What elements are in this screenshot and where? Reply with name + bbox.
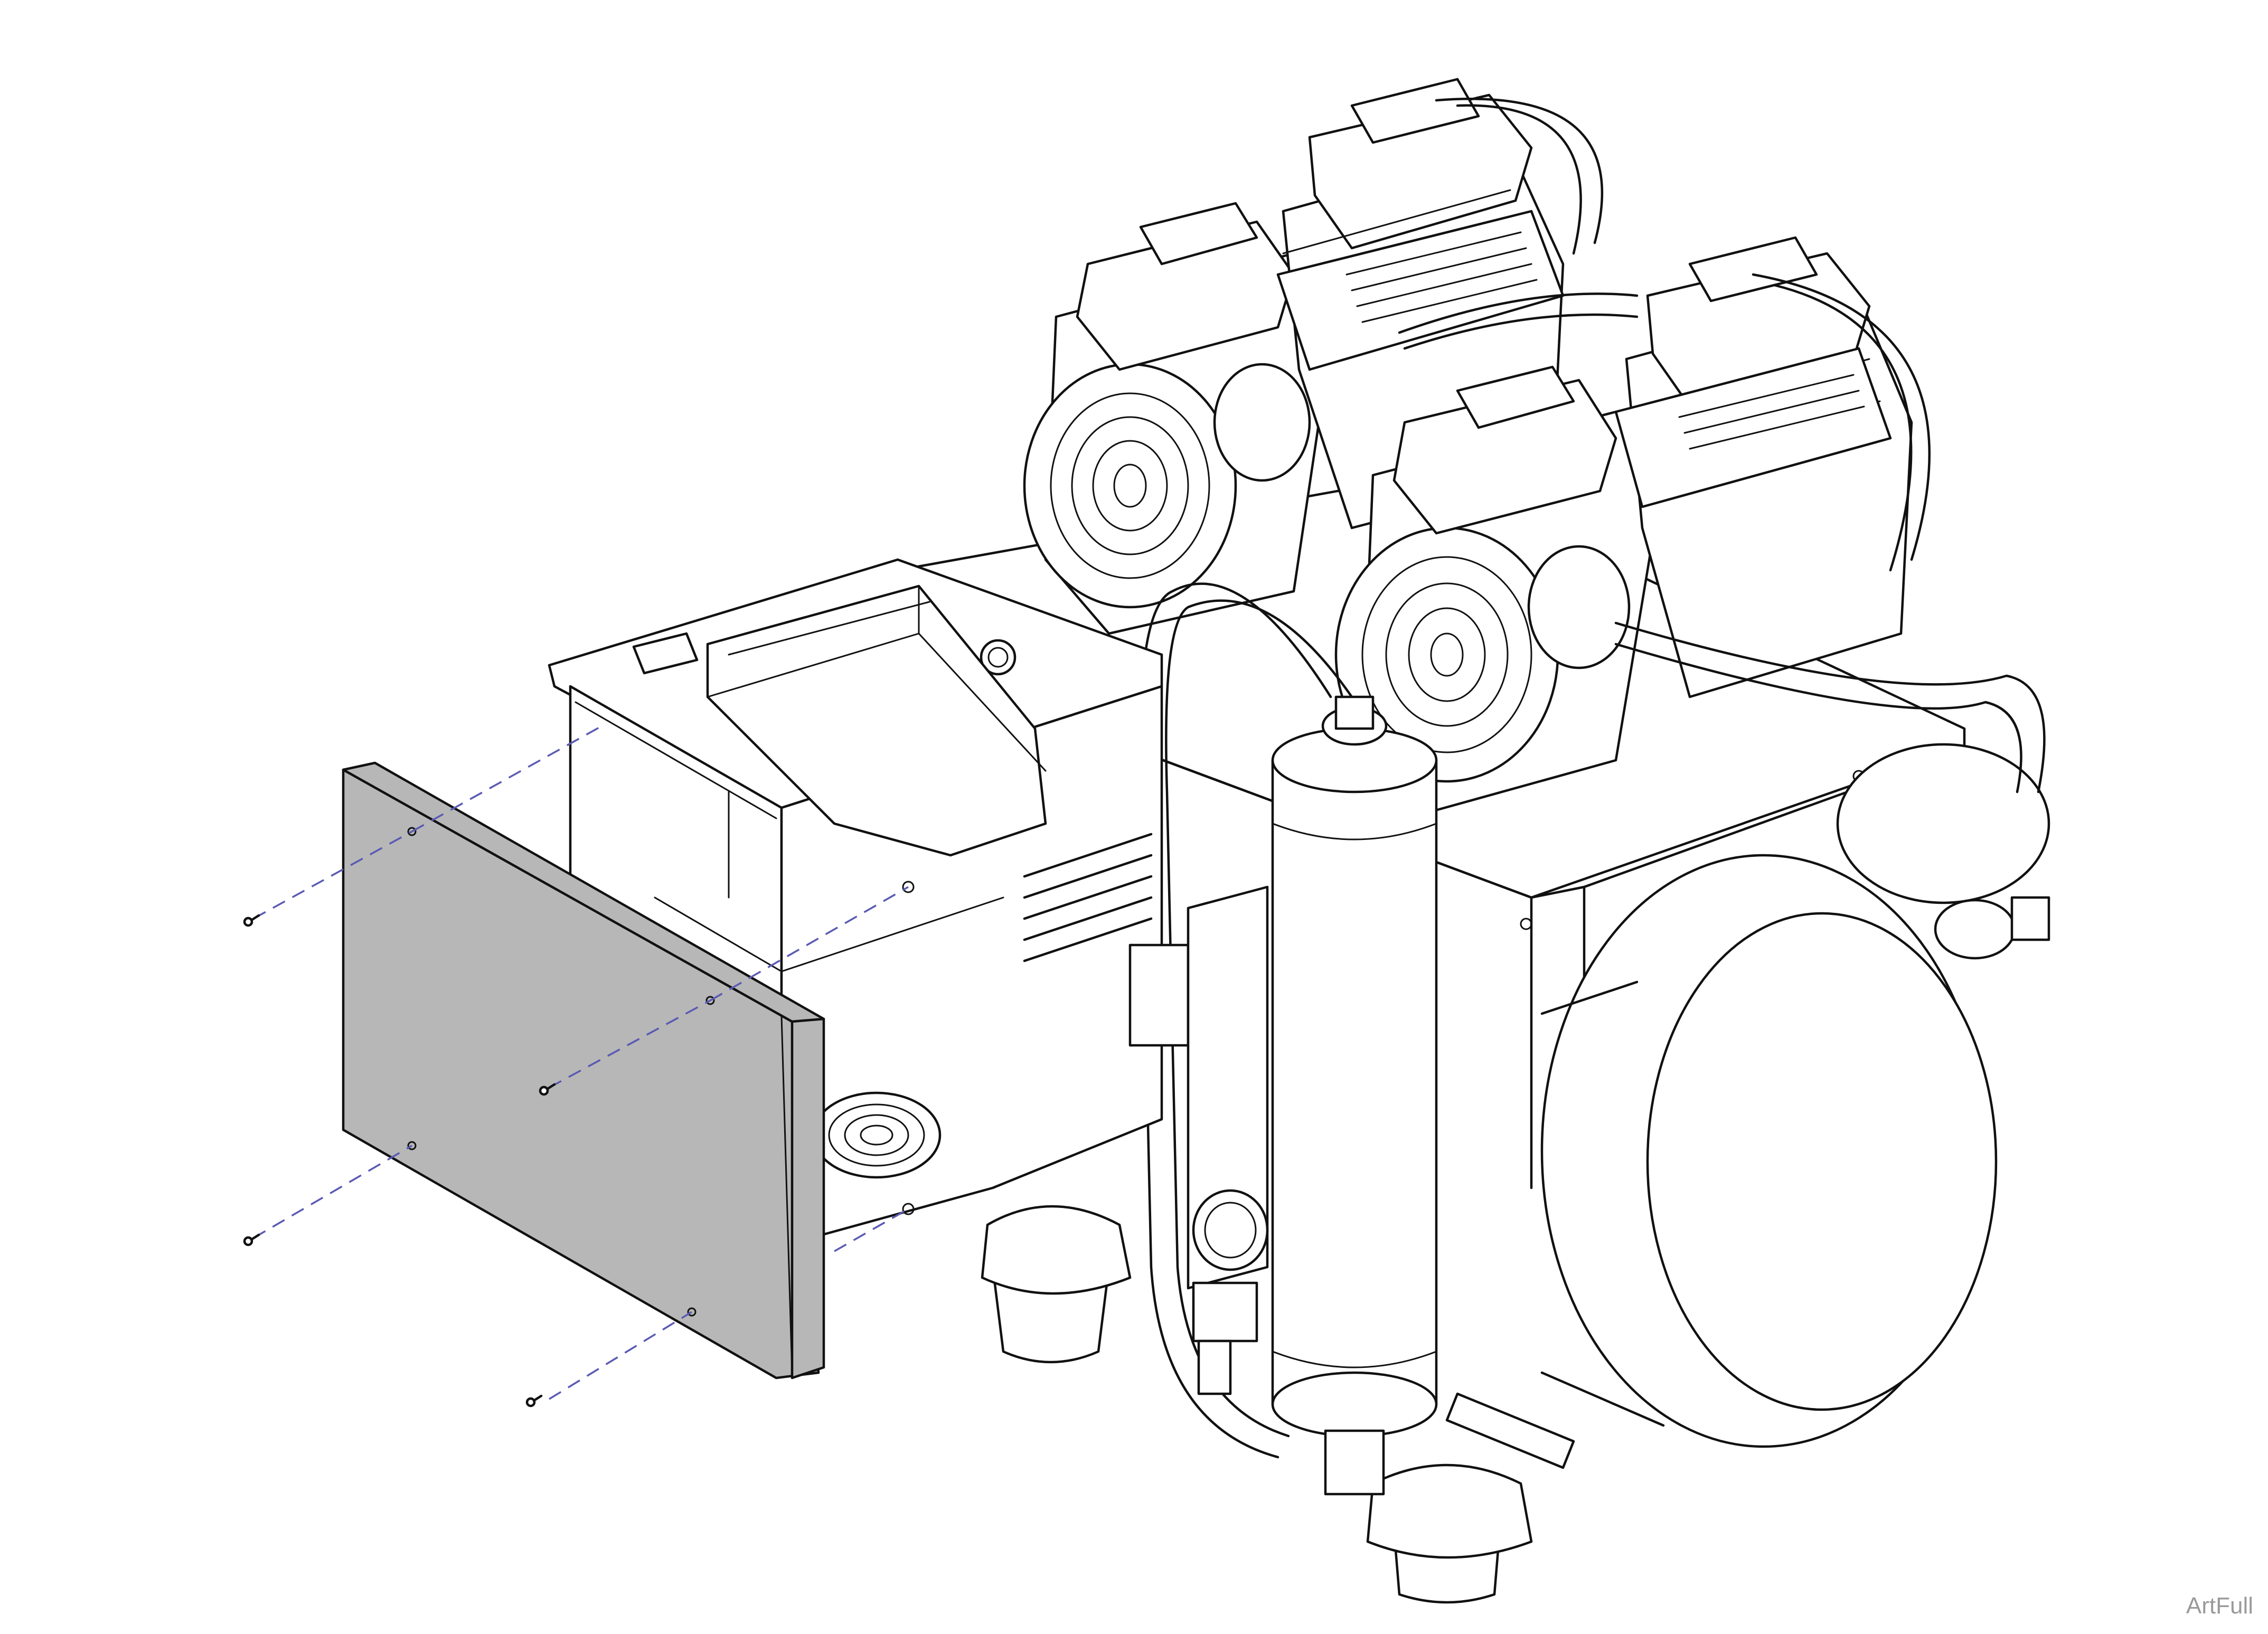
screw-guides (253, 725, 909, 1400)
screw-top-left (243, 914, 260, 927)
tank-drain-pipe (1445, 1392, 1575, 1469)
pump-rear-left (1023, 202, 1332, 635)
pump-motor-cylinder-front (1614, 347, 1892, 508)
screw-bottom (525, 1394, 543, 1408)
screw-middle (539, 1083, 556, 1096)
drain-valve (1934, 896, 2050, 960)
screw-bottom-left (243, 1233, 260, 1246)
pressure-regulator (1128, 885, 1269, 1395)
motor-housing (1540, 743, 2050, 1448)
rubber-foot-front-left (981, 1205, 1132, 1364)
rubber-foot-front-right (1366, 1463, 1533, 1604)
air-dryer-cylinder (1271, 695, 1438, 1496)
access-cover-panel (342, 761, 825, 1380)
pump-front-left (1334, 365, 1660, 815)
artwork-watermark: ArtFull (2186, 1593, 2253, 1619)
pcb-cover (706, 584, 1047, 857)
